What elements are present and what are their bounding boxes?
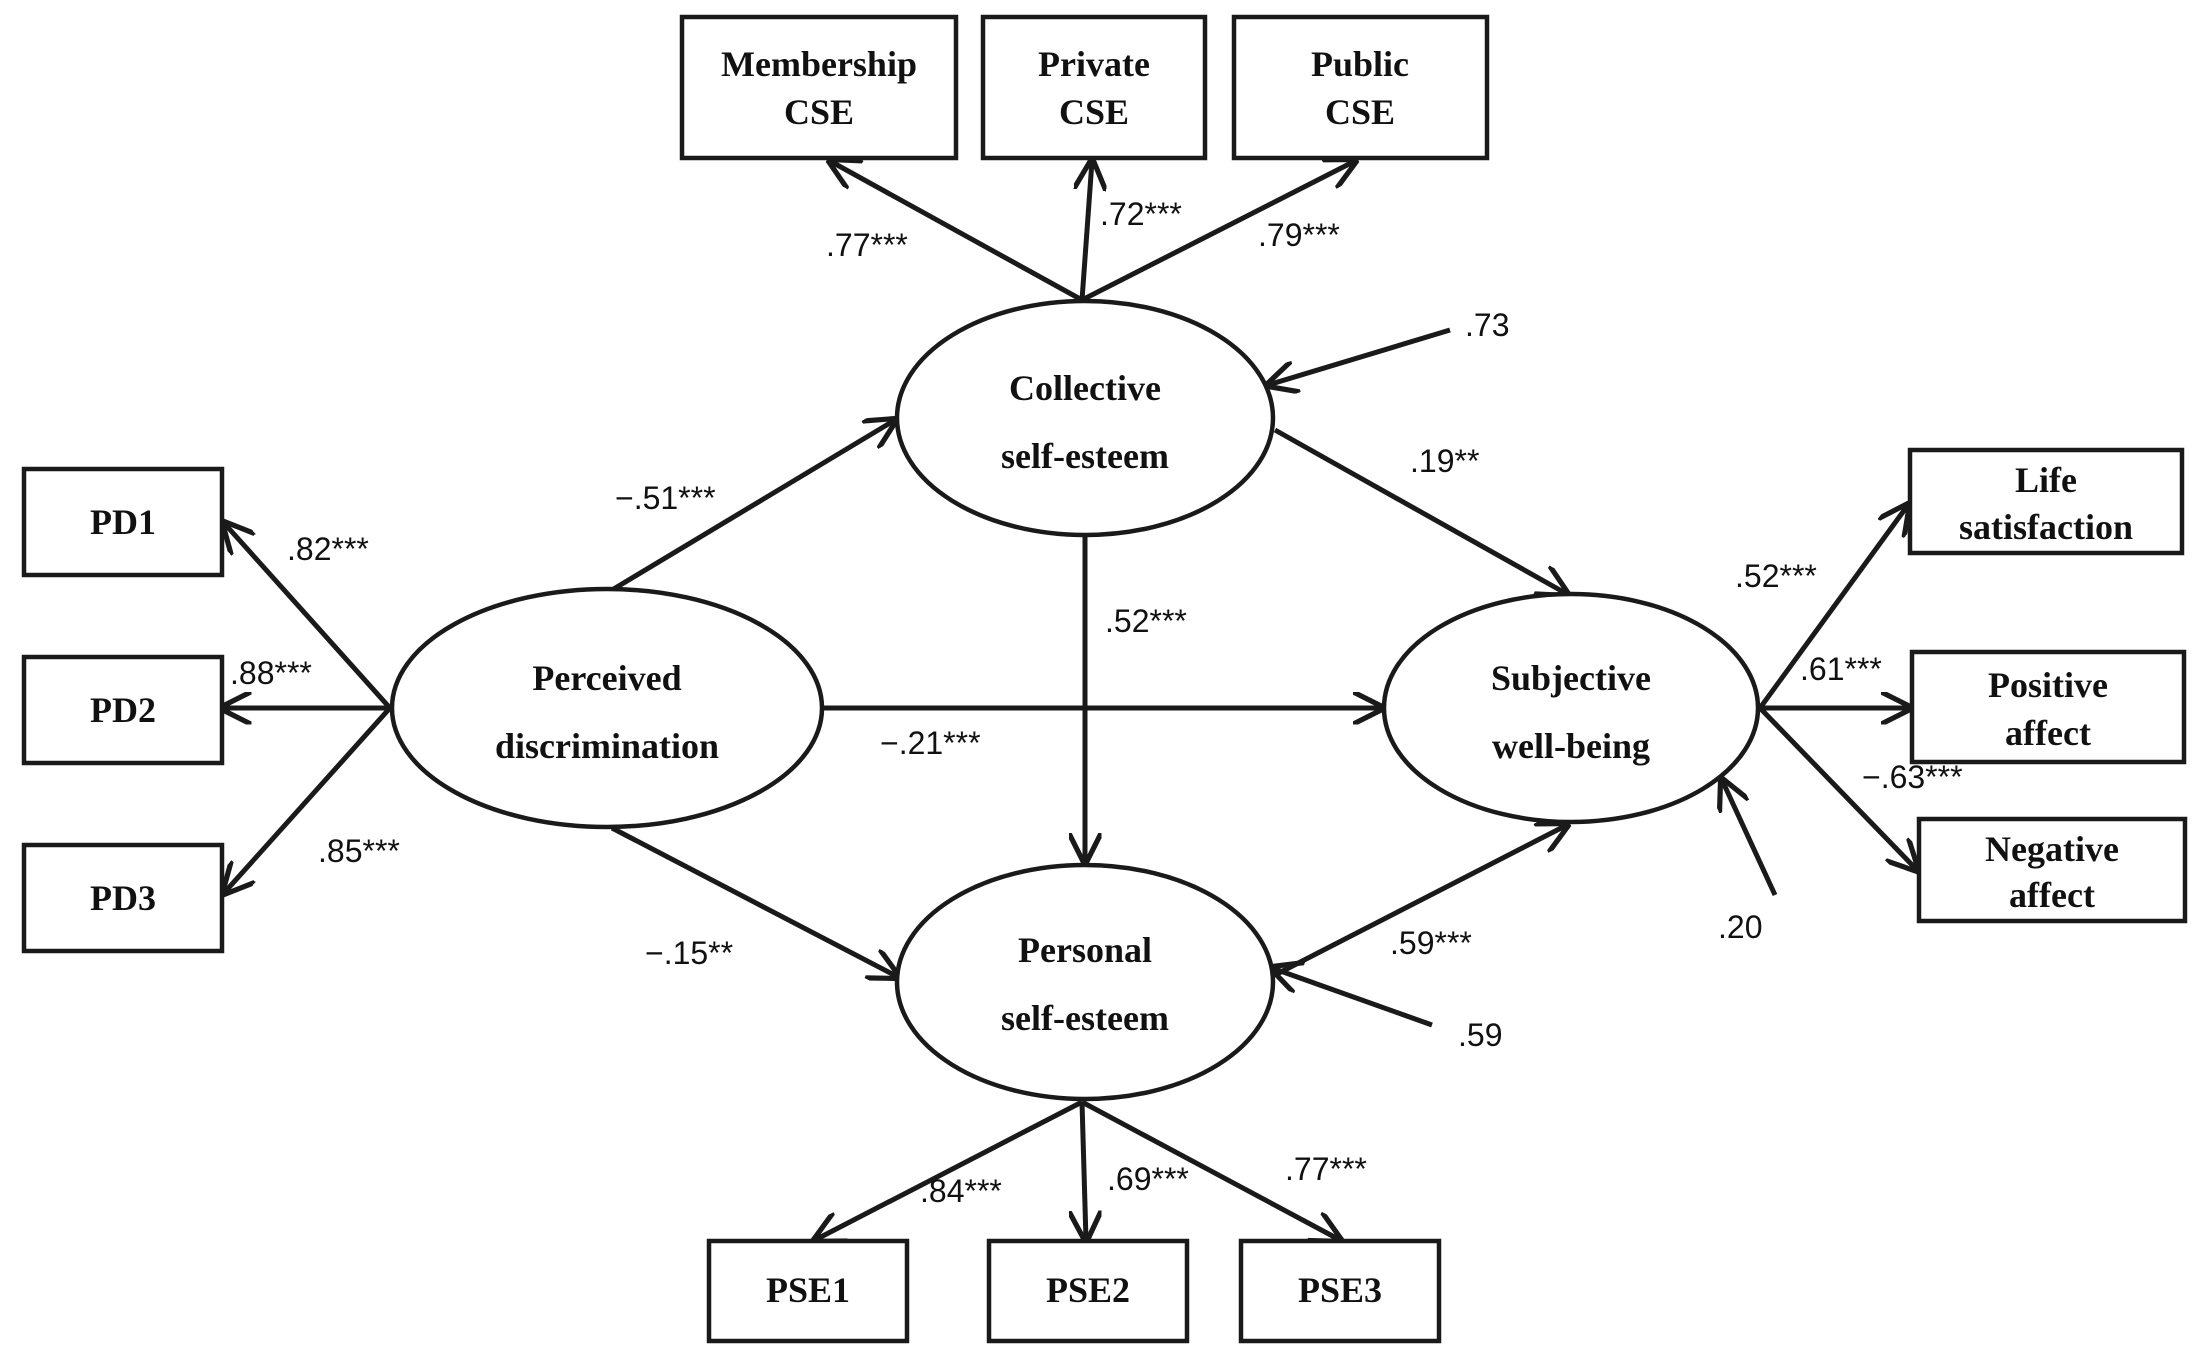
- negative-affect-box[interactable]: Negative affect: [1916, 816, 2188, 924]
- positive-affect-label-1: Positive: [1988, 665, 2108, 705]
- subjective-label-1: Subjective: [1491, 658, 1651, 698]
- collective-self-esteem-ellipse[interactable]: Collective self-esteem: [894, 298, 1276, 538]
- pse1-box[interactable]: PSE1: [706, 1238, 910, 1344]
- path-perceived-to-pd1: [224, 523, 392, 710]
- pse1-label: PSE1: [766, 1270, 850, 1310]
- path-personal-to-pse3: [1080, 1099, 1340, 1240]
- subjective-label-2: well-being: [1492, 726, 1650, 766]
- collective-label-1: Collective: [1009, 368, 1161, 408]
- coef-perceived-pd1: .82***: [287, 531, 369, 567]
- life-satisfaction-label-2: satisfaction: [1959, 507, 2133, 547]
- life-satisfaction-box[interactable]: Life satisfaction: [1907, 447, 2185, 556]
- pd1-label: PD1: [90, 502, 156, 542]
- path-subjective-to-negative-affect: [1758, 706, 1917, 870]
- negative-affect-label-1: Negative: [1985, 829, 2119, 869]
- path-collective-to-membership-cse: [830, 161, 1084, 303]
- coef-subjective-residual: .20: [1718, 909, 1762, 945]
- personal-label-1: Personal: [1018, 930, 1152, 970]
- path-personal-to-pse1: [815, 1099, 1084, 1240]
- positive-affect-box[interactable]: Positive affect: [1909, 649, 2187, 765]
- coef-subjective-positive: .61***: [1800, 651, 1882, 687]
- pse3-box[interactable]: PSE3: [1238, 1238, 1442, 1344]
- path-residual-subjective: [1722, 780, 1778, 897]
- coef-personal-pse2: .69***: [1107, 1161, 1189, 1197]
- coef-collective-private: .72***: [1100, 196, 1182, 232]
- perceived-label-2: discrimination: [495, 726, 719, 766]
- coef-personal-pse3: .77***: [1285, 1151, 1367, 1187]
- path-personal-to-subjective: [1273, 825, 1567, 978]
- path-collective-to-public-cse: [1080, 161, 1355, 303]
- path-perceived-to-personal: [610, 825, 898, 977]
- latent-variables: Collective self-esteem Perceived discrim…: [389, 298, 1761, 1102]
- private-cse-label-2: CSE: [1059, 92, 1129, 132]
- personal-self-esteem-ellipse[interactable]: Personal self-esteem: [894, 862, 1276, 1102]
- life-satisfaction-label-1: Life: [2015, 460, 2077, 500]
- path-residual-collective: [1268, 327, 1451, 385]
- public-cse-box[interactable]: Public CSE: [1231, 14, 1490, 161]
- coef-subjective-negative: −.63***: [1862, 759, 1963, 795]
- coef-perceived-pd2: .88***: [230, 655, 312, 691]
- coef-personal-subjective: .59***: [1390, 925, 1472, 961]
- coef-perceived-subjective: −.21***: [880, 725, 981, 761]
- coef-personal-pse1: .84***: [920, 1173, 1002, 1209]
- path-perceived-to-pd3: [224, 706, 392, 893]
- coef-perceived-pd3: .85***: [318, 833, 400, 869]
- coef-collective-personal: .52***: [1105, 603, 1187, 639]
- private-cse-box[interactable]: Private CSE: [980, 14, 1208, 161]
- path-collective-to-subjective: [1273, 427, 1567, 594]
- pse2-label: PSE2: [1046, 1270, 1130, 1310]
- pd1-box[interactable]: PD1: [21, 466, 225, 578]
- path-subjective-to-life-satisfaction: [1757, 505, 1908, 710]
- path-personal-to-pse2: [1082, 1101, 1086, 1240]
- subjective-well-being-ellipse[interactable]: Subjective well-being: [1381, 591, 1761, 825]
- public-cse-label-2: CSE: [1325, 92, 1395, 132]
- pd2-label: PD2: [90, 690, 156, 730]
- pse2-box[interactable]: PSE2: [986, 1238, 1190, 1344]
- perceived-discrimination-ellipse[interactable]: Perceived discrimination: [389, 586, 825, 830]
- observed-variables: Membership CSE Private CSE Public CSE PD…: [21, 14, 2188, 1344]
- personal-label-2: self-esteem: [1001, 998, 1169, 1038]
- collective-label-2: self-esteem: [1001, 436, 1169, 476]
- membership-cse-label-1: Membership: [721, 44, 917, 84]
- coef-subjective-life: .52***: [1735, 558, 1817, 594]
- path-residual-personal: [1272, 968, 1433, 1028]
- coef-personal-residual: .59: [1458, 1017, 1502, 1053]
- coef-collective-public: .79***: [1258, 217, 1340, 253]
- positive-affect-label-2: affect: [2005, 713, 2091, 753]
- pd3-box[interactable]: PD3: [21, 842, 225, 954]
- public-cse-label-1: Public: [1311, 44, 1409, 84]
- paths: [222, 161, 1917, 1240]
- membership-cse-label-2: CSE: [784, 92, 854, 132]
- coef-perceived-personal: −.15**: [645, 935, 733, 971]
- coef-perceived-collective: −.51***: [615, 480, 716, 516]
- private-cse-label-1: Private: [1038, 44, 1150, 84]
- pd2-box[interactable]: PD2: [21, 654, 225, 766]
- coefficients: .77*** .72*** .79*** .73 −.51*** .19** .…: [230, 196, 1963, 1209]
- path-collective-to-private-cse: [1082, 161, 1092, 301]
- perceived-label-1: Perceived: [532, 658, 681, 698]
- coef-collective-subjective: .19**: [1410, 443, 1479, 479]
- membership-cse-box[interactable]: Membership CSE: [679, 14, 959, 161]
- pse3-label: PSE3: [1298, 1270, 1382, 1310]
- coef-collective-residual: .73: [1465, 307, 1509, 343]
- pd3-label: PD3: [90, 878, 156, 918]
- coef-collective-membership: .77***: [826, 227, 908, 263]
- path-perceived-to-collective: [610, 420, 895, 593]
- negative-affect-label-2: affect: [2009, 875, 2095, 915]
